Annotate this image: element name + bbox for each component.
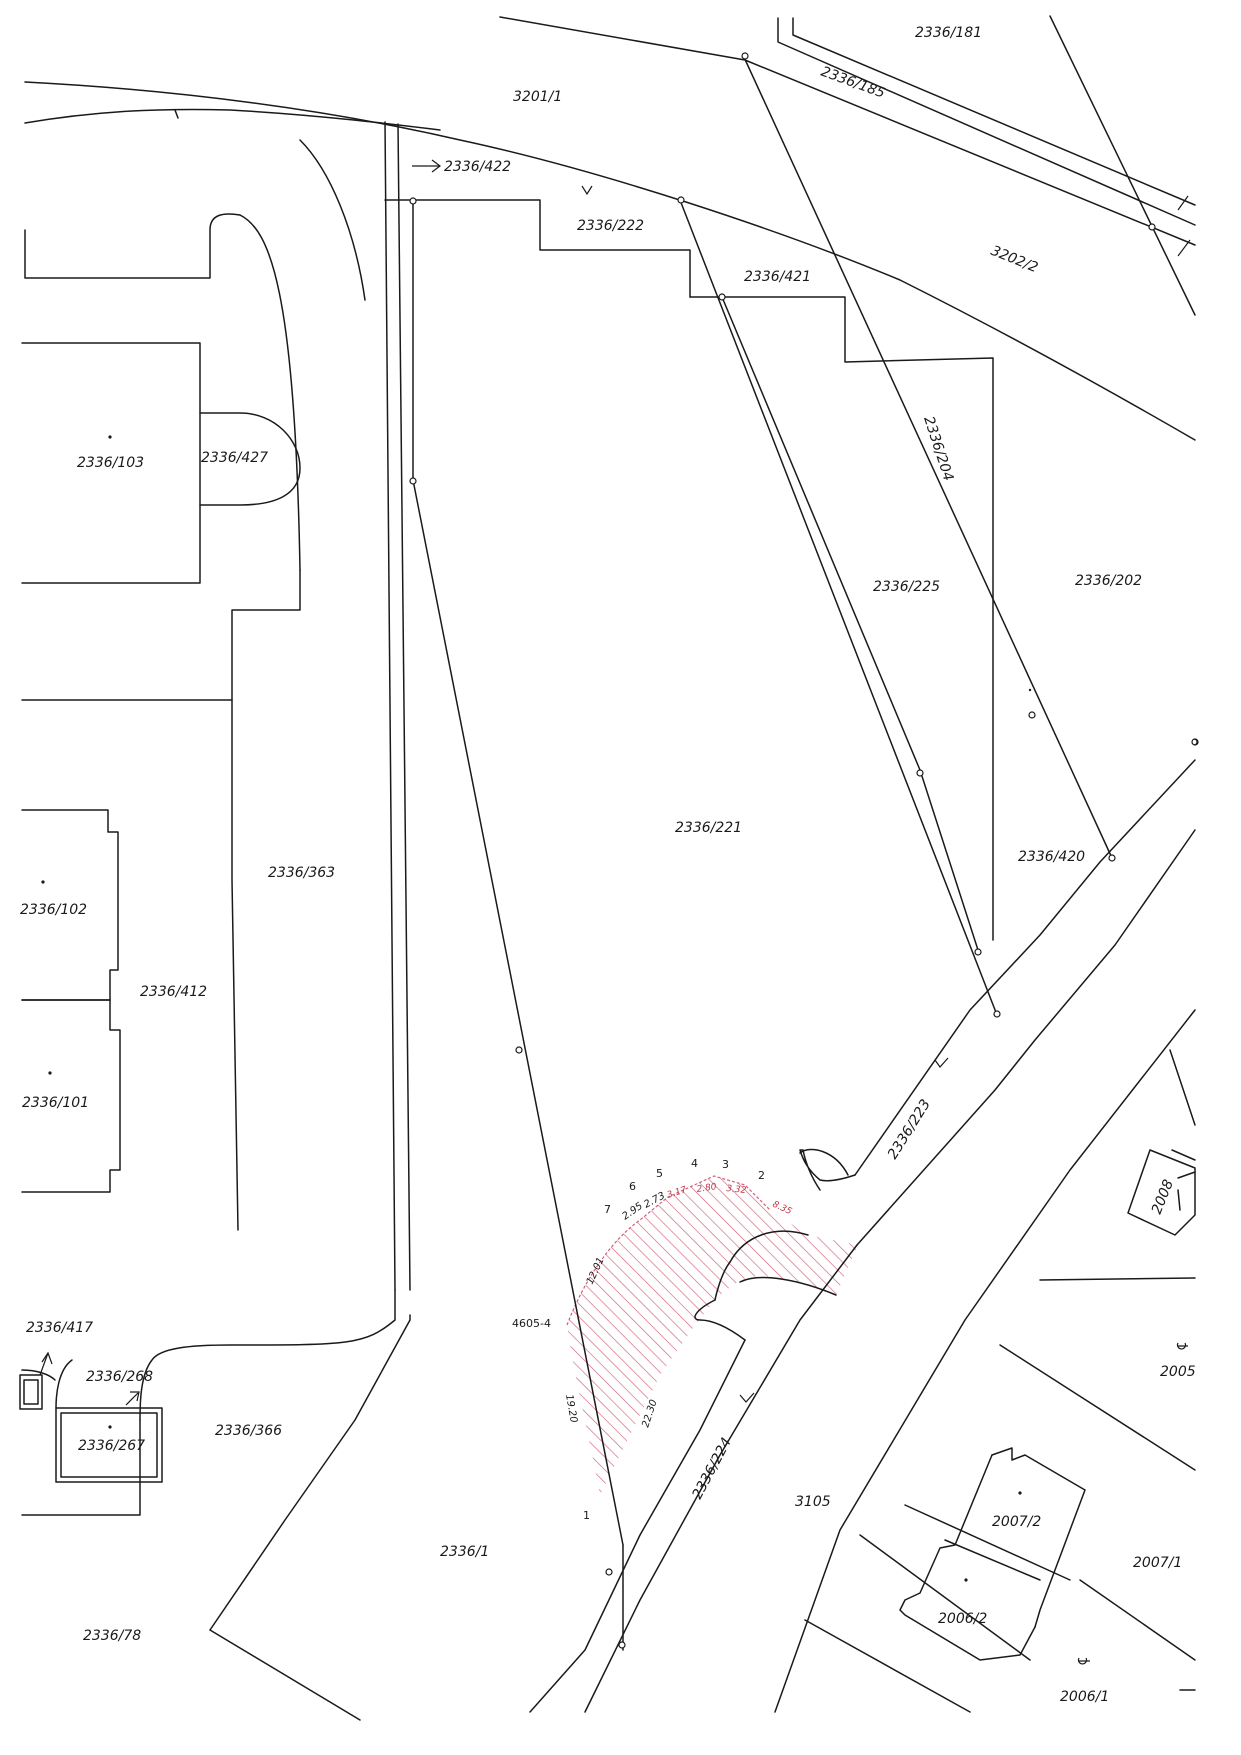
label-2336-185: 2336/185 — [819, 64, 888, 102]
point-number-5: 5 — [656, 1167, 663, 1180]
parcel-boundaries — [384, 54, 1113, 1016]
point-number-2: 2 — [758, 1169, 765, 1182]
label-2336-181: 2336/181 — [915, 25, 982, 41]
label-3202-2: 3202/2 — [989, 243, 1041, 276]
label-2336-268: 2336/268 — [86, 1369, 153, 1385]
label-2336-224: 2336/224 — [689, 1435, 735, 1502]
label-2336-202: 2336/202 — [1075, 573, 1142, 589]
point-number-7: 7 — [604, 1203, 611, 1216]
label-2336-427: 2336/427 — [201, 450, 268, 466]
point-number-3: 3 — [722, 1158, 729, 1171]
label-2336-102: 2336/102 — [20, 902, 87, 918]
label-2336-225: 2336/225 — [873, 579, 940, 595]
label-2005: 2005 — [1160, 1364, 1196, 1380]
label-2336-78: 2336/78 — [83, 1628, 141, 1644]
label-2336-221: 2336/221 — [675, 820, 742, 836]
label-3105: 3105 — [795, 1494, 831, 1510]
parcel-dots — [41, 435, 1032, 1582]
point-number-6: 6 — [629, 1180, 636, 1193]
label-2336-222: 2336/222 — [577, 218, 644, 234]
label-2336-1: 2336/1 — [440, 1544, 489, 1560]
label-2336-417: 2336/417 — [26, 1320, 93, 1336]
point-number-1: 1 — [583, 1509, 590, 1522]
label-3201-1: 3201/1 — [513, 89, 562, 105]
label-2336-103: 2336/103 — [77, 455, 144, 471]
label-2008: 2008 — [1149, 1177, 1177, 1216]
point-numbers: 1 2 3 4 5 6 7 — [583, 1157, 765, 1522]
arrow-markers — [39, 159, 1198, 1665]
label-2336-267: 2336/267 — [78, 1438, 145, 1454]
label-2336-366: 2336/366 — [215, 1423, 282, 1439]
label-2336-420: 2336/420 — [1018, 849, 1085, 865]
label-2336-101: 2336/101 — [22, 1095, 89, 1111]
label-2006-1: 2006/1 — [1060, 1689, 1109, 1705]
label-2007-2: 2007/2 — [992, 1514, 1041, 1530]
left-buildings — [19, 342, 411, 1721]
label-2336-204: 2336/204 — [920, 414, 956, 483]
point-number-4: 4 — [691, 1157, 698, 1170]
measure-3-32: 3.32 — [726, 1184, 747, 1196]
strip-2336-422 — [384, 121, 624, 1651]
label-2006-2: 2006/2 — [938, 1611, 987, 1627]
measure-19-20: 19.20 — [563, 1394, 579, 1424]
label-2336-412: 2336/412 — [140, 984, 207, 1000]
label-4605-4: 4605-4 — [512, 1317, 551, 1330]
label-2336-421: 2336/421 — [744, 269, 811, 285]
label-2336-422: 2336/422 — [444, 159, 511, 175]
label-2007-1: 2007/1 — [1133, 1555, 1182, 1571]
label-2336-223: 2336/223 — [885, 1097, 934, 1162]
measure-2-80: 2.80 — [696, 1182, 718, 1195]
hatched-area — [567, 1176, 858, 1495]
label-2336-363: 2336/363 — [268, 865, 335, 881]
survey-points — [409, 52, 1199, 1649]
right-parcels — [804, 1049, 1196, 1713]
road-lines — [529, 759, 1196, 1713]
hatch-boundary — [566, 1175, 771, 1326]
